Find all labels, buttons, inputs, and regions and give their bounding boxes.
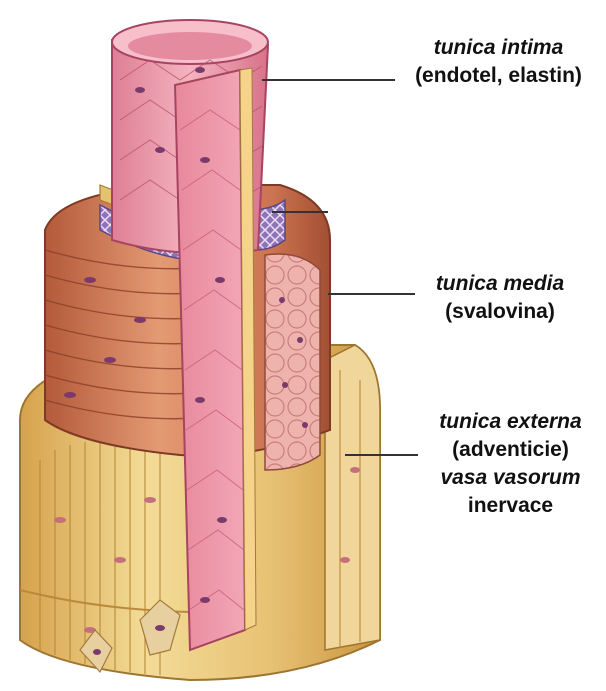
label-tunica-externa: tunica externa (adventicie) vasa vasorum… [418, 408, 603, 520]
tunica-intima-detail: (endotel, elastin) [396, 62, 601, 90]
label-tunica-media: tunica media (svalovina) [410, 270, 590, 326]
tunica-intima-name: tunica intima [396, 34, 601, 62]
label-tunica-intima: tunica intima (endotel, elastin) [396, 34, 601, 90]
tunica-externa-name: tunica externa [418, 408, 603, 436]
inervace-label: inervace [418, 492, 603, 520]
lumen-cut-face [175, 68, 256, 650]
tunica-media-name: tunica media [410, 270, 590, 298]
tunica-media-detail: (svalovina) [410, 298, 590, 326]
tunica-externa-detail: (adventicie) [418, 436, 603, 464]
vasa-vasorum-label: vasa vasorum [418, 464, 603, 492]
